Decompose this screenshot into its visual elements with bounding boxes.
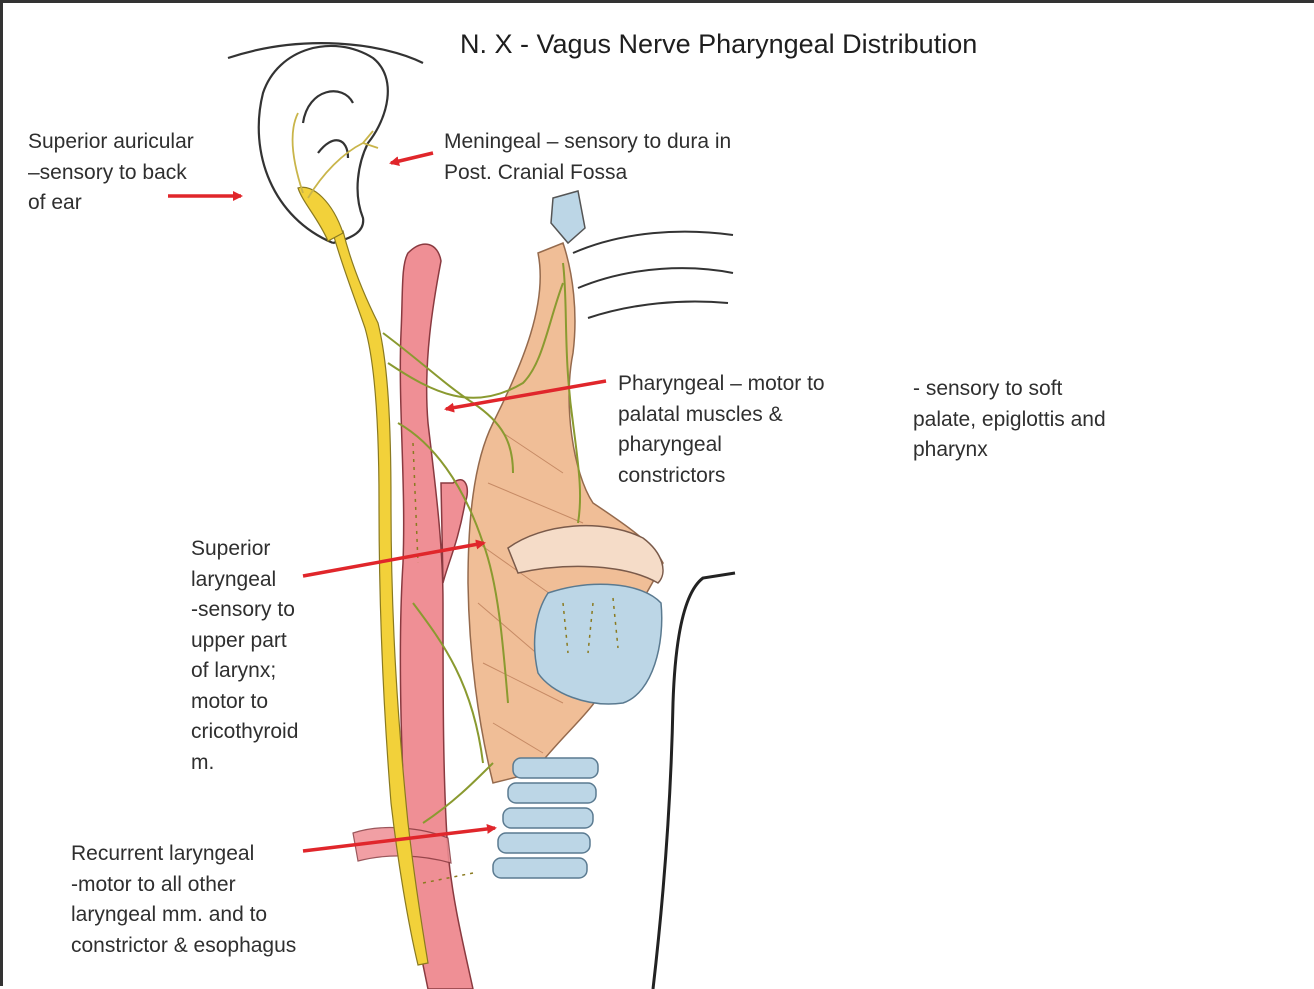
skull-fragment <box>551 191 585 243</box>
auricular-branch <box>293 113 378 198</box>
thyroid-cartilage <box>535 584 662 704</box>
mandible-lines <box>573 232 733 318</box>
label-recurrent-laryngeal: Recurrent laryngeal -motor to all other … <box>71 839 296 961</box>
arrow-superior-laryngeal <box>303 543 484 576</box>
ganglion <box>298 187 343 241</box>
label-superior-laryngeal: Superior laryngeal -sensory to upper par… <box>191 534 298 778</box>
label-pharyngeal-sensory: - sensory to soft palate, epiglottis and… <box>913 374 1106 466</box>
diagram-title: N. X - Vagus Nerve Pharyngeal Distributi… <box>460 29 977 60</box>
neck-contour <box>653 573 735 989</box>
arrow-meningeal <box>391 153 433 163</box>
label-pharyngeal: Pharyngeal – motor to palatal muscles & … <box>618 369 825 491</box>
label-meningeal: Meningeal – sensory to dura in Post. Cra… <box>444 127 731 188</box>
label-superior-auricular: Superior auricular –sensory to back of e… <box>28 127 194 219</box>
